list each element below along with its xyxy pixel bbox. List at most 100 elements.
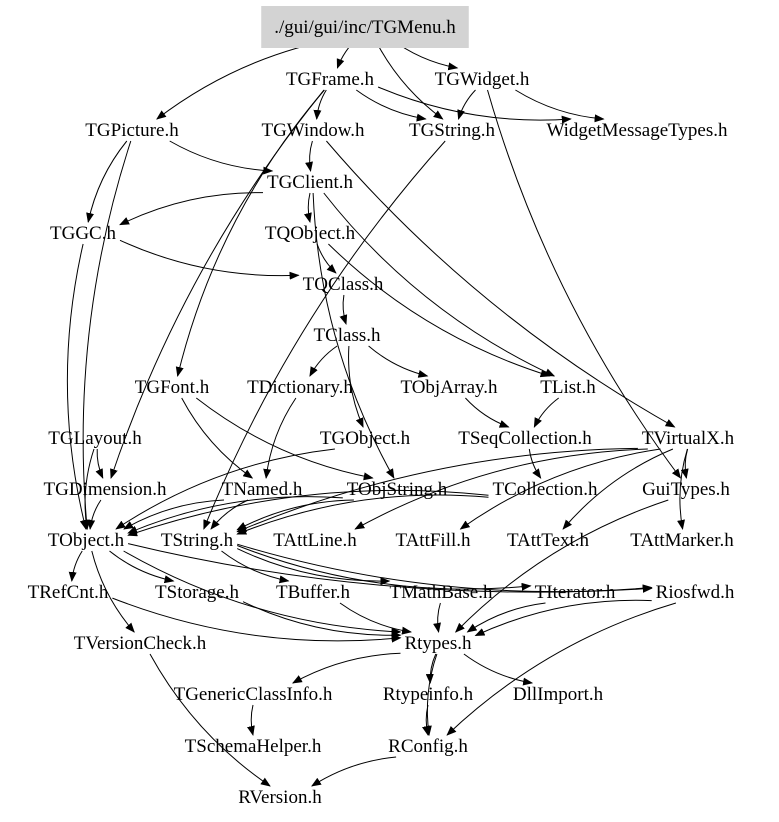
node-tgstring: TGString.h: [409, 120, 496, 141]
edge-rtypes-to-dllimport: [463, 653, 534, 686]
node-label: TSeqCollection.h: [458, 428, 592, 449]
node-guitypes: GuiTypes.h: [642, 479, 730, 500]
node-tggc: TGGC.h: [50, 223, 116, 244]
node-label: TNamed.h: [222, 479, 303, 500]
node-label: Riosfwd.h: [656, 582, 735, 603]
edge-trefcnt-to-rtypes: [112, 597, 402, 643]
node-label: WidgetMessageTypes.h: [546, 120, 728, 141]
node-label: TCollection.h: [492, 479, 598, 500]
node-label: TGPicture.h: [85, 120, 179, 141]
edge-tcollection-to-tstring: [236, 494, 489, 535]
edge-tclass-to-tdictionary: [309, 345, 338, 377]
edge-tgobject-to-tobject: [115, 448, 335, 530]
node-tattmarker: TAttMarker.h: [630, 530, 734, 551]
edge-tobjstring-to-tstring: [236, 499, 354, 531]
dependency-edges: [66, 37, 689, 787]
edge-tgpicture-to-tgclient: [169, 140, 274, 175]
edge-tclass-to-tgobject: [348, 345, 364, 428]
node-label: TGClient.h: [267, 172, 354, 193]
edge-tnamed-to-tstring: [210, 499, 249, 530]
node-label: TAttMarker.h: [630, 530, 734, 551]
edge-tmathbase-to-rtypes: [433, 602, 441, 633]
node-tgobject: TGObject.h: [320, 428, 411, 449]
node-label: TDictionary.h: [247, 377, 353, 398]
edge-tglayout-to-tobject: [81, 448, 95, 530]
node-tgwidget: TGWidget.h: [435, 69, 530, 90]
node-label: TList.h: [540, 377, 596, 398]
edge-tcollection-to-tobject: [127, 489, 489, 537]
node-rtypeinfo: Rtypeinfo.h: [383, 684, 474, 705]
edge-tobjstring-to-tobject: [127, 496, 343, 534]
edge-tqclass-to-tclass: [339, 294, 348, 325]
node-label: TGDimension.h: [44, 479, 167, 500]
node-tgenericclassinfo: TGenericClassInfo.h: [174, 684, 333, 705]
node-label: TAttFill.h: [395, 530, 471, 551]
node-label: TQObject.h: [265, 223, 356, 244]
edge-rtypeinfo-to-rconfig: [422, 704, 430, 736]
edge-tgframe-to-tgdimension: [110, 89, 325, 479]
node-label: Rtypes.h: [404, 633, 472, 654]
node-label: TGLayout.h: [48, 428, 142, 449]
node-label: TGFont.h: [135, 377, 210, 398]
edge-guitypes-to-rtypes: [454, 499, 669, 633]
node-tstring: TString.h: [161, 530, 234, 551]
edge-tdictionary-to-tnamed: [263, 397, 297, 479]
node-tmathbase: TMathBase.h: [390, 582, 493, 603]
edge-tclass-to-tobjarray: [368, 345, 429, 378]
edge-tgenericclassinfo-to-tschemahelper: [247, 704, 255, 736]
edge-rconfig-to-rversion: [311, 756, 397, 787]
node-titerator: TIterator.h: [535, 582, 616, 603]
edge-titerator-to-rtypes: [466, 602, 546, 633]
node-tversioncheck: TVersionCheck.h: [74, 633, 207, 654]
node-label: TVirtualX.h: [642, 428, 735, 449]
node-widgetmsg: WidgetMessageTypes.h: [546, 120, 728, 141]
node-label: DllImport.h: [513, 684, 604, 705]
node-label: TGenericClassInfo.h: [174, 684, 333, 705]
node-label: Rtypeinfo.h: [383, 684, 474, 705]
edge-tgframe-to-widgetmsg: [377, 86, 572, 124]
edge-tobject-to-tstorage: [109, 550, 175, 584]
node-tgfont: TGFont.h: [135, 377, 210, 398]
node-tseqcollection: TSeqCollection.h: [458, 428, 592, 449]
node-tobject: TObject.h: [48, 530, 125, 551]
node-label: TGWidget.h: [435, 69, 530, 90]
node-label: RVersion.h: [238, 787, 322, 808]
edge-tstring-to-riosfwd: [237, 543, 653, 593]
node-label: TGWindow.h: [261, 120, 365, 141]
edge-tgwindow-to-tgclient: [305, 140, 313, 172]
edge-tgpicture-to-tggc: [86, 140, 128, 223]
edge-tgfont-to-tobjstring: [195, 397, 374, 481]
edge-tbuffer-to-rtypes: [339, 602, 412, 635]
node-tdictionary: TDictionary.h: [247, 377, 353, 398]
node-label: TBuffer.h: [276, 582, 351, 603]
node-label: TRefCnt.h: [28, 582, 109, 603]
edge-tstring-to-tmathbase: [236, 548, 391, 586]
node-label: TIterator.h: [535, 582, 616, 603]
edge-tvirtualx-to-tattmarker: [677, 448, 688, 530]
node-label: TString.h: [161, 530, 234, 551]
node-tobjstring: TObjString.h: [347, 479, 448, 500]
node-dllimport: DllImport.h: [513, 684, 604, 705]
node-tatttext: TAttText.h: [507, 530, 590, 551]
node-label: RConfig.h: [388, 736, 468, 757]
edge-tversioncheck-to-rversion: [149, 653, 271, 787]
edge-tgclient-to-tqobject: [304, 192, 312, 223]
node-label: ./gui/gui/inc/TGMenu.h: [274, 17, 456, 38]
node-tgwindow: TGWindow.h: [261, 120, 365, 141]
node-tgpicture: TGPicture.h: [85, 120, 179, 141]
edge-tggc-to-tobject: [66, 243, 88, 530]
node-tlist: TList.h: [540, 377, 596, 398]
edge-tgclient-to-tlist: [323, 192, 556, 377]
node-tgmenu: ./gui/gui/inc/TGMenu.h: [261, 6, 469, 48]
edge-tgwindow-to-tvirtualx: [326, 140, 676, 428]
node-tqclass: TQClass.h: [303, 274, 384, 295]
node-rversion: RVersion.h: [238, 787, 322, 808]
edge-tgwidget-to-tgstring: [457, 89, 476, 120]
node-label: GuiTypes.h: [642, 479, 730, 500]
node-tstorage: TStorage.h: [155, 582, 239, 603]
node-rtypes: Rtypes.h: [404, 633, 472, 654]
edge-riosfwd-to-rtypes: [474, 599, 652, 637]
edge-tgclient-to-tggc: [119, 192, 264, 226]
edge-tgdimension-to-tobject: [87, 499, 102, 530]
